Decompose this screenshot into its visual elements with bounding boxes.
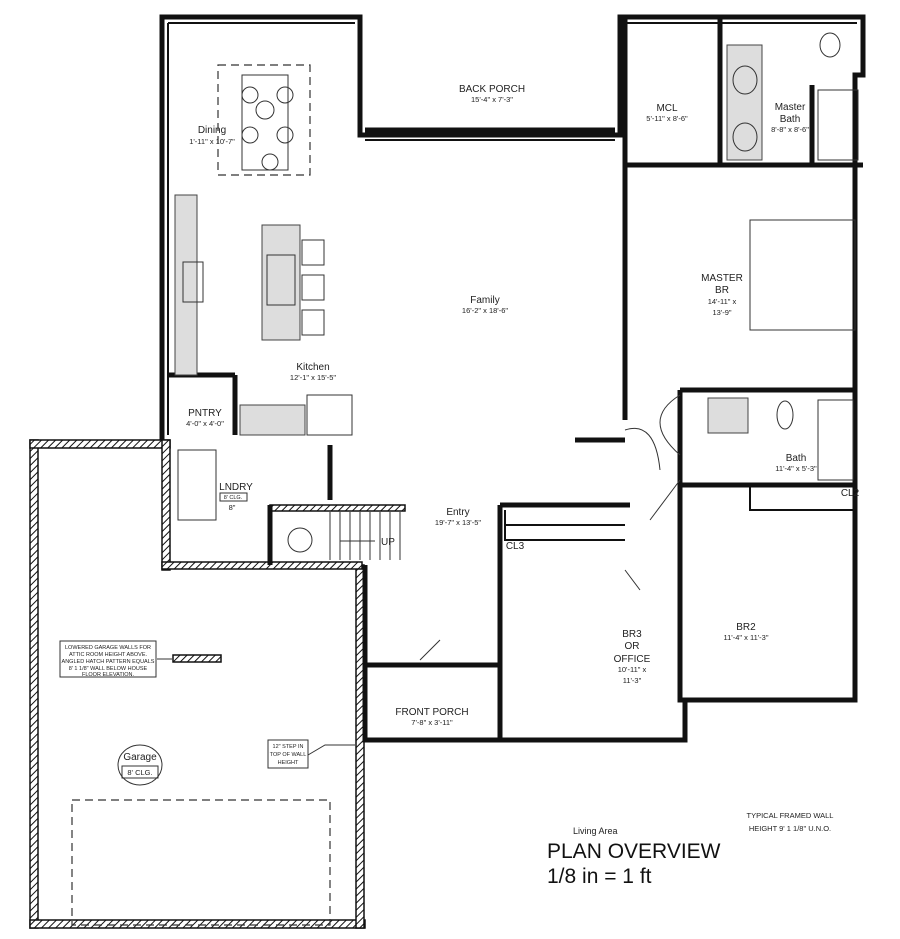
room-name-front-porch: FRONT PORCH	[395, 707, 468, 718]
room-dims-br2: 11'-4" x 11'-3"	[723, 633, 768, 642]
room-name-master-bath-2: Bath	[780, 114, 801, 125]
room-dims-bath: 11'-4" x 5'-3"	[775, 464, 817, 473]
room-name-br3: BR3	[622, 629, 642, 640]
ceiling-tag	[219, 492, 248, 502]
wall-height-note: TYPICAL FRAMED WALL HEIGHT 9' 1 1/8" U.N…	[747, 811, 834, 833]
vanity-icon	[726, 44, 763, 161]
kitchen-island	[261, 224, 301, 341]
fridge-icon	[306, 394, 353, 436]
room-dims-kitchen: 12'-1" x 15'-5"	[290, 373, 336, 382]
room-name-master-bath: Master	[775, 102, 806, 113]
room-name-master-br-2: BR	[715, 285, 729, 296]
room-name-family: Family	[470, 295, 499, 306]
room-dims-back-porch: 15'-4" x 7'-3"	[471, 95, 513, 104]
washer-dryer-icon	[177, 449, 217, 521]
room-name-back-porch: BACK PORCH	[459, 84, 525, 95]
room-dims-master-br-2: 13'-9"	[712, 308, 731, 317]
shower-icon	[817, 89, 859, 161]
room-name-master-br: MASTER	[701, 273, 743, 284]
room-name-entry: Entry	[446, 507, 469, 518]
sink-icon	[287, 527, 313, 553]
room-dims-front-porch: 7'-8" x 3'-11"	[411, 718, 453, 727]
garage-cloud-tag	[117, 744, 163, 786]
room-name-mcl: MCL	[656, 103, 678, 114]
room-name-laundry: LNDRY	[219, 482, 253, 493]
note-line: HEIGHT	[278, 760, 299, 766]
garage-ceiling-tag	[121, 765, 159, 779]
garage-walls-note: LOWERED GARAGE WALLS FOR ATTIC ROOM HEIG…	[59, 640, 172, 678]
note-line: TOP OF WALL	[270, 752, 307, 758]
plan-title: PLAN OVERVIEW	[547, 840, 721, 863]
plan-scale: 1/8 in = 1 ft	[547, 865, 652, 888]
note-line: ATTIC ROOM HEIGHT ABOVE.	[69, 652, 148, 658]
room-dims-mcl: 5'-11" x 8'-6"	[646, 114, 688, 123]
bath-vanity-icon	[707, 397, 749, 434]
step-note: 12" STEP IN TOP OF WALL HEIGHT	[267, 739, 355, 769]
note-line: ANGLED HATCH PATTERN EQUALS	[62, 659, 155, 665]
laundry-dims: 8"	[229, 503, 236, 512]
room-name-br3-2: OR	[625, 641, 640, 652]
stool-icon	[301, 309, 325, 336]
kitchen-counter	[174, 194, 198, 376]
bathtub-icon	[817, 399, 854, 481]
room-dims-family: 16'-2" x 18'-6"	[462, 306, 508, 315]
room-name-br3-3: OFFICE	[614, 654, 651, 665]
stool-icon	[301, 239, 325, 266]
room-name-cl2: CL2	[841, 488, 860, 499]
dining-chair-icon	[255, 100, 275, 120]
fixtures	[174, 32, 859, 661]
note-line: TYPICAL FRAMED WALL	[747, 811, 834, 820]
stairs-up-label: UP	[381, 537, 395, 548]
garage-ceiling: 8' CLG.	[127, 768, 152, 777]
pantry-counter	[239, 404, 306, 436]
room-name-dining: Dining	[198, 125, 226, 136]
plan-subtitle: Living Area	[573, 826, 618, 836]
interior-walls	[168, 17, 863, 743]
dining-area-outline	[217, 64, 311, 176]
room-name-kitchen: Kitchen	[296, 362, 329, 373]
toilet-icon	[776, 400, 794, 430]
room-name-br2: BR2	[736, 622, 756, 633]
room-dims-dining: 1'-11" x 10'-7"	[189, 137, 235, 146]
room-dims-master-br: 14'-11" x	[708, 297, 737, 306]
room-dims-br3-2: 11'-3"	[623, 676, 642, 685]
room-name-garage: Garage	[123, 752, 157, 763]
laundry-ceiling: 8' CLG.	[224, 495, 243, 501]
range-icon	[182, 261, 204, 303]
note-line: HEIGHT 9' 1 1/8" U.N.O.	[749, 824, 831, 833]
sink-icon	[266, 254, 296, 306]
room-dims-br3: 10'-11" x	[618, 665, 647, 674]
garage-parking-outline	[71, 799, 331, 926]
bed-icon	[749, 219, 856, 331]
room-name-pantry: PNTRY	[188, 408, 222, 419]
hatch-legend-swatch	[172, 654, 222, 663]
room-dims-entry: 19'-7" x 13'-5"	[435, 518, 481, 527]
dining-table-icon	[241, 74, 289, 171]
room-dims-master-bath: 8'-8" x 8'-6"	[771, 125, 809, 134]
room-labels: BACK PORCH 15'-4" x 7'-3" Dining 1'-11" …	[117, 84, 860, 786]
room-name-cl3: CL3	[506, 541, 525, 552]
stairs	[329, 512, 401, 560]
toilet-icon	[819, 32, 841, 58]
room-name-bath: Bath	[786, 453, 807, 464]
note-line: 12" STEP IN	[273, 744, 304, 750]
stool-icon	[301, 274, 325, 301]
note-line: LOWERED GARAGE WALLS FOR	[65, 645, 151, 651]
room-dims-pantry: 4'-0" x 4'-0"	[186, 419, 224, 428]
title-block: Living Area PLAN OVERVIEW 1/8 in = 1 ft	[547, 826, 721, 888]
note-line: FLOOR ELEVATION.	[82, 672, 135, 678]
garage-walls	[29, 439, 406, 929]
note-line: 8' 1 1/8" WALL BELOW HOUSE	[69, 666, 148, 672]
